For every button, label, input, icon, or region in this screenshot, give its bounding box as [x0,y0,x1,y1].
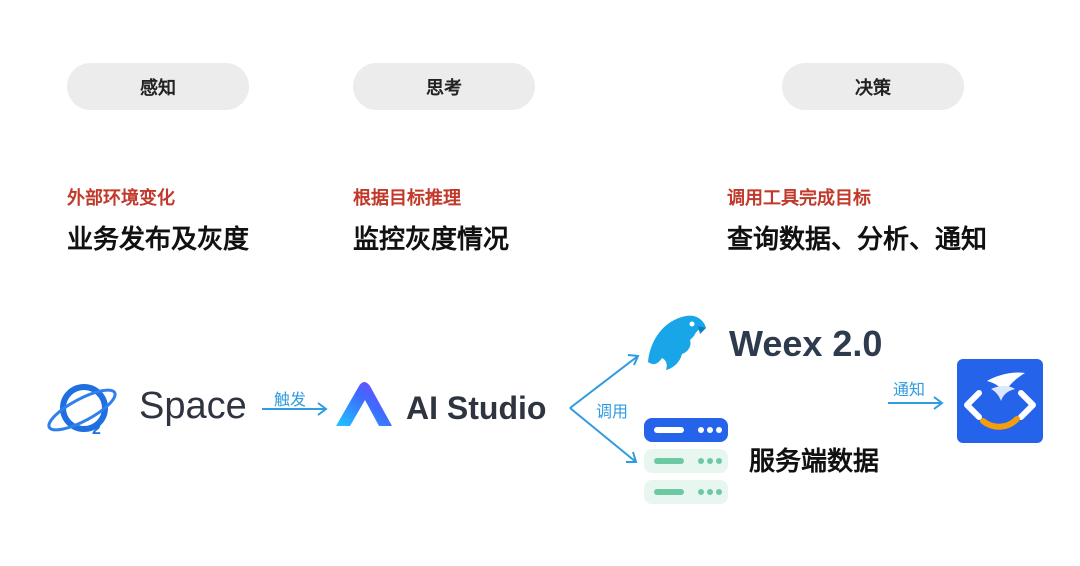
stage-pill-decide: 决策 [782,63,964,110]
server-stack-icon [644,418,728,504]
stage-pill-perceive: 感知 [67,63,249,110]
arrow-call-fork [569,354,640,463]
stage-subtitle-think: 根据目标推理 [353,188,461,209]
stage-pill-think: 思考 [353,63,535,110]
bird-app-icon [957,359,1043,443]
space-logo-text: Space [139,385,247,427]
stage-title-perceive: 业务发布及灰度 [67,225,250,255]
arrow-trigger [262,402,328,416]
stage-subtitle-decide: 调用工具完成目标 [727,188,871,209]
edge-label-call: 调用 [596,402,629,421]
edge-label-notify: 通知 [893,380,926,399]
orbit-o2-icon: 2 [47,384,117,438]
stage-title-think: 监控灰度情况 [353,225,510,255]
aistudio-logo-text: AI Studio [406,390,547,426]
edge-label-trigger: 触发 [274,390,307,409]
stage-title-decide: 查询数据、分析、通知 [727,225,988,255]
stage-subtitle-perceive: 外部环境变化 [67,188,175,209]
weex-logo-text: Weex 2.0 [729,323,883,364]
svg-text:2: 2 [92,421,101,438]
arrow-notify [888,396,944,410]
eagle-icon [648,315,706,370]
server-data-label: 服务端数据 [749,447,880,477]
a-shape-icon [336,382,392,426]
